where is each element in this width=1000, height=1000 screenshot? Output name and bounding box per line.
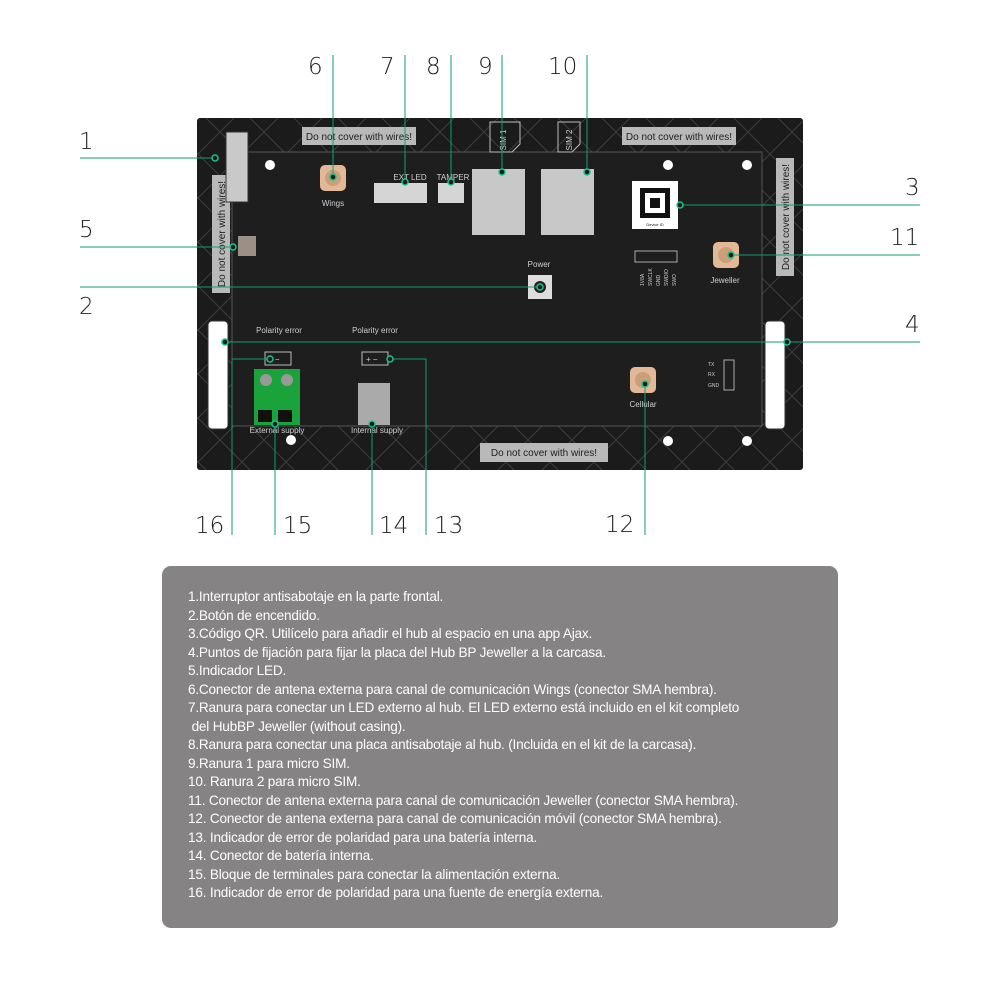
legend-item: 10. Ranura 2 para micro SIM. <box>188 774 361 789</box>
callout-dots <box>211 154 791 428</box>
svg-text:Cellular: Cellular <box>629 400 656 409</box>
svg-text:Internal supply: Internal supply <box>351 426 403 435</box>
callout-5: 5 <box>79 217 94 243</box>
legend-item: 4.Puntos de fijación para fijar la placa… <box>188 644 606 660</box>
legend-item: 9.Ranura 1 para micro SIM. <box>188 755 350 771</box>
svg-text:External supply: External supply <box>250 426 305 435</box>
tamper-switch <box>225 131 249 203</box>
svg-text:Jeweller: Jeweller <box>710 276 740 285</box>
callout-6: 6 <box>308 54 323 80</box>
debug-header <box>634 250 678 263</box>
callout-14: 14 <box>379 513 408 539</box>
svg-text:EXT LED: EXT LED <box>393 173 426 182</box>
svg-text:+ −: + − <box>268 355 280 364</box>
callout-15: 15 <box>283 513 312 539</box>
callout-9: 9 <box>478 54 493 80</box>
svg-text:SWCLK: SWCLK <box>648 268 654 286</box>
svg-text:TAMPER: TAMPER <box>437 173 470 182</box>
sim2-slot: SIM 2 <box>541 121 594 235</box>
legend-item: 11. Conector de antena externa para cana… <box>188 792 739 808</box>
svg-text:Wings: Wings <box>322 199 344 208</box>
callout-10: 10 <box>548 54 577 80</box>
callout-lines <box>80 55 920 535</box>
callout-8: 8 <box>426 54 441 80</box>
callout-12: 12 <box>605 512 634 538</box>
internal-battery-connector: Internal supply <box>351 383 403 435</box>
warning-top-right: Do not cover with wires! <box>622 127 736 145</box>
callout-4: 4 <box>905 312 920 338</box>
svg-text:GND: GND <box>656 275 662 287</box>
qr-code: Device ID <box>632 181 678 229</box>
warning-left: Do not cover with wires! <box>212 175 230 293</box>
svg-text:Do not cover with wires!: Do not cover with wires! <box>306 132 412 143</box>
legend-item: 2.Botón de encendido. <box>188 607 320 623</box>
svg-text:Polarity error: Polarity error <box>256 326 302 335</box>
sim1-slot: SIM 1 <box>472 121 525 235</box>
svg-text:Do not cover with wires!: Do not cover with wires! <box>781 164 792 270</box>
callout-16: 16 <box>195 513 224 539</box>
legend-item: 15. Bloque de terminales para conectar l… <box>188 866 561 882</box>
external-supply-terminal-block: External supply <box>250 369 305 435</box>
warning-top-left: Do not cover with wires! <box>302 127 416 145</box>
legend-item: 8.Ranura para conectar una placa antisab… <box>188 737 697 752</box>
mount-slot-right <box>764 320 786 430</box>
legend-item: 1.Interruptor antisabotaje en la parte f… <box>188 589 444 604</box>
legend-panel: 1.Interruptor antisabotaje en la parte f… <box>162 566 838 928</box>
svg-text:SWO: SWO <box>672 274 678 286</box>
debug-pin-labels: 1V8A SWCLK GND SWDIO SWO <box>640 268 678 286</box>
tamper-connector: TAMPER <box>437 173 470 203</box>
callout-11: 11 <box>890 225 919 251</box>
legend-item: 5.Indicador LED. <box>188 663 287 678</box>
power-button: Power <box>528 260 552 299</box>
callout-2: 2 <box>79 294 94 320</box>
led-indicator <box>238 236 256 256</box>
svg-text:+ −: + − <box>366 355 378 364</box>
svg-text:SWDIO: SWDIO <box>664 269 670 286</box>
cellular-antenna-connector: Cellular <box>629 367 657 409</box>
callout-3: 3 <box>905 175 920 201</box>
legend-item: 3.Código QR. Utilícelo para añadir el hu… <box>188 626 593 641</box>
svg-text:Do not cover with wires!: Do not cover with wires! <box>626 132 732 143</box>
legend-item: 16. Indicador de error de polaridad para… <box>188 885 604 900</box>
legend-item: 14. Conector de batería interna. <box>188 848 374 863</box>
callout-13: 13 <box>434 513 463 539</box>
jeweller-antenna-connector: Jeweller <box>710 242 740 285</box>
mount-slot-left <box>207 320 229 430</box>
legend-item: 13. Indicador de error de polaridad para… <box>188 829 538 845</box>
svg-text:Polarity error: Polarity error <box>352 326 398 335</box>
ext-led-connector: EXT LED <box>374 173 427 203</box>
svg-text:1V8A: 1V8A <box>640 273 646 286</box>
svg-text:RX: RX <box>708 372 716 378</box>
svg-text:SIM 1: SIM 1 <box>499 129 508 150</box>
callout-1: 1 <box>79 129 94 155</box>
board-diagram: Do not cover with wires! Do not cover wi… <box>79 54 920 539</box>
warning-right: Do not cover with wires! <box>776 158 794 276</box>
svg-text:Do not cover with wires!: Do not cover with wires! <box>217 181 228 287</box>
svg-text:GND: GND <box>708 383 720 389</box>
svg-text:TX: TX <box>708 362 715 368</box>
callout-7: 7 <box>380 54 395 80</box>
svg-text:Device ID: Device ID <box>646 222 663 227</box>
legend-item: 6.Conector de antena externa para canal … <box>188 681 717 697</box>
svg-text:SIM 2: SIM 2 <box>565 129 574 150</box>
legend-item: 12. Conector de antena externa para cana… <box>188 811 722 826</box>
legend-item: del HubBP Jeweller (without casing). <box>188 718 406 734</box>
warning-bottom: Do not cover with wires! <box>480 443 608 462</box>
svg-text:Do not cover with wires!: Do not cover with wires! <box>491 448 597 459</box>
legend-item: 7.Ranura para conectar un LED externo al… <box>188 700 740 715</box>
uart-header: TX RX GND <box>708 359 735 391</box>
svg-text:Power: Power <box>528 260 551 269</box>
